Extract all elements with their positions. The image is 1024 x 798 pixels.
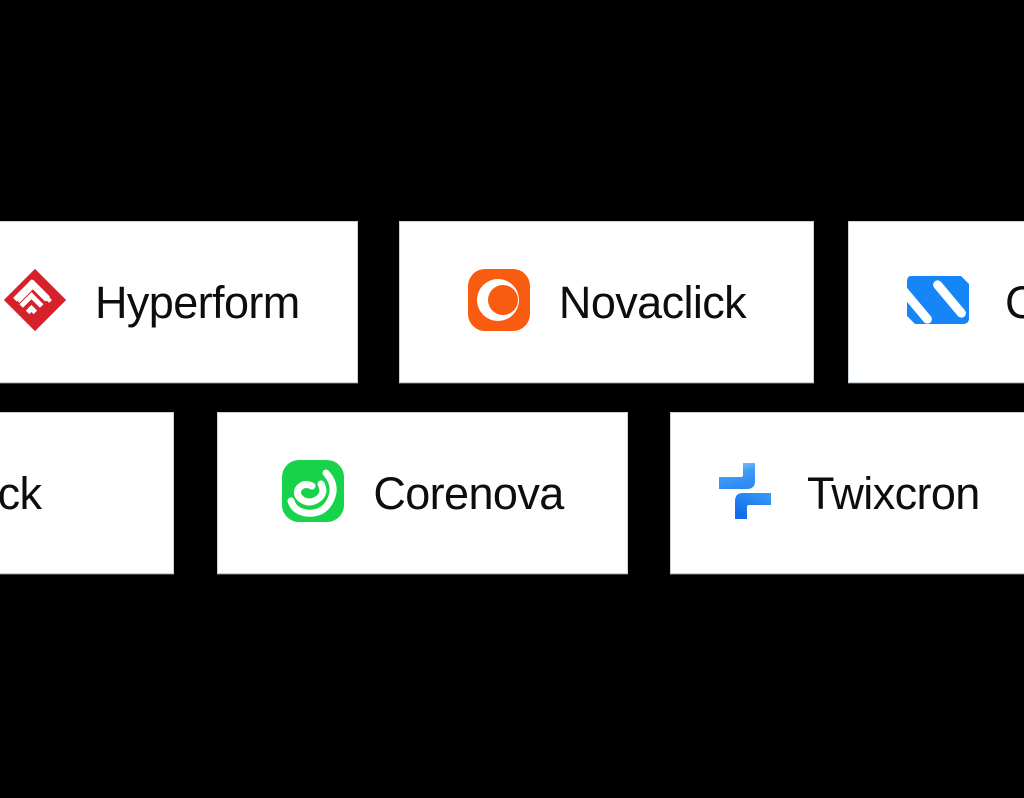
- brand-label: ostack: [0, 467, 42, 519]
- diagonal-slash-icon: [899, 268, 977, 337]
- card-content: ostack: [0, 461, 42, 525]
- twixcron-cross-swirl-icon: [709, 455, 781, 532]
- brand-label: Twixcron: [807, 467, 980, 519]
- card-content: C: [899, 268, 1024, 337]
- logo-card-clipped-left[interactable]: ostack: [0, 412, 174, 574]
- card-content: Twixcron: [709, 455, 980, 532]
- novaclick-ring-dot-icon: [467, 268, 531, 337]
- card-content: Corenova: [281, 459, 564, 528]
- brand-label: Novaclick: [558, 276, 747, 328]
- logo-card-hyperform[interactable]: Hyperform: [0, 221, 358, 383]
- card-content: Novaclick: [467, 268, 747, 337]
- logo-card-clipped-right[interactable]: C: [848, 221, 1024, 383]
- logo-card-novaclick[interactable]: Novaclick: [399, 221, 814, 383]
- hyperform-diamond-chevron-icon: [3, 268, 67, 337]
- brand-label: Corenova: [373, 467, 564, 519]
- brand-label: C: [1005, 280, 1024, 325]
- card-content: Hyperform: [3, 268, 300, 337]
- logo-card-twixcron[interactable]: Twixcron: [670, 412, 1024, 574]
- corenova-spiral-icon: [281, 459, 345, 528]
- logo-card-corenova[interactable]: Corenova: [217, 412, 628, 574]
- brand-label: Hyperform: [95, 276, 300, 328]
